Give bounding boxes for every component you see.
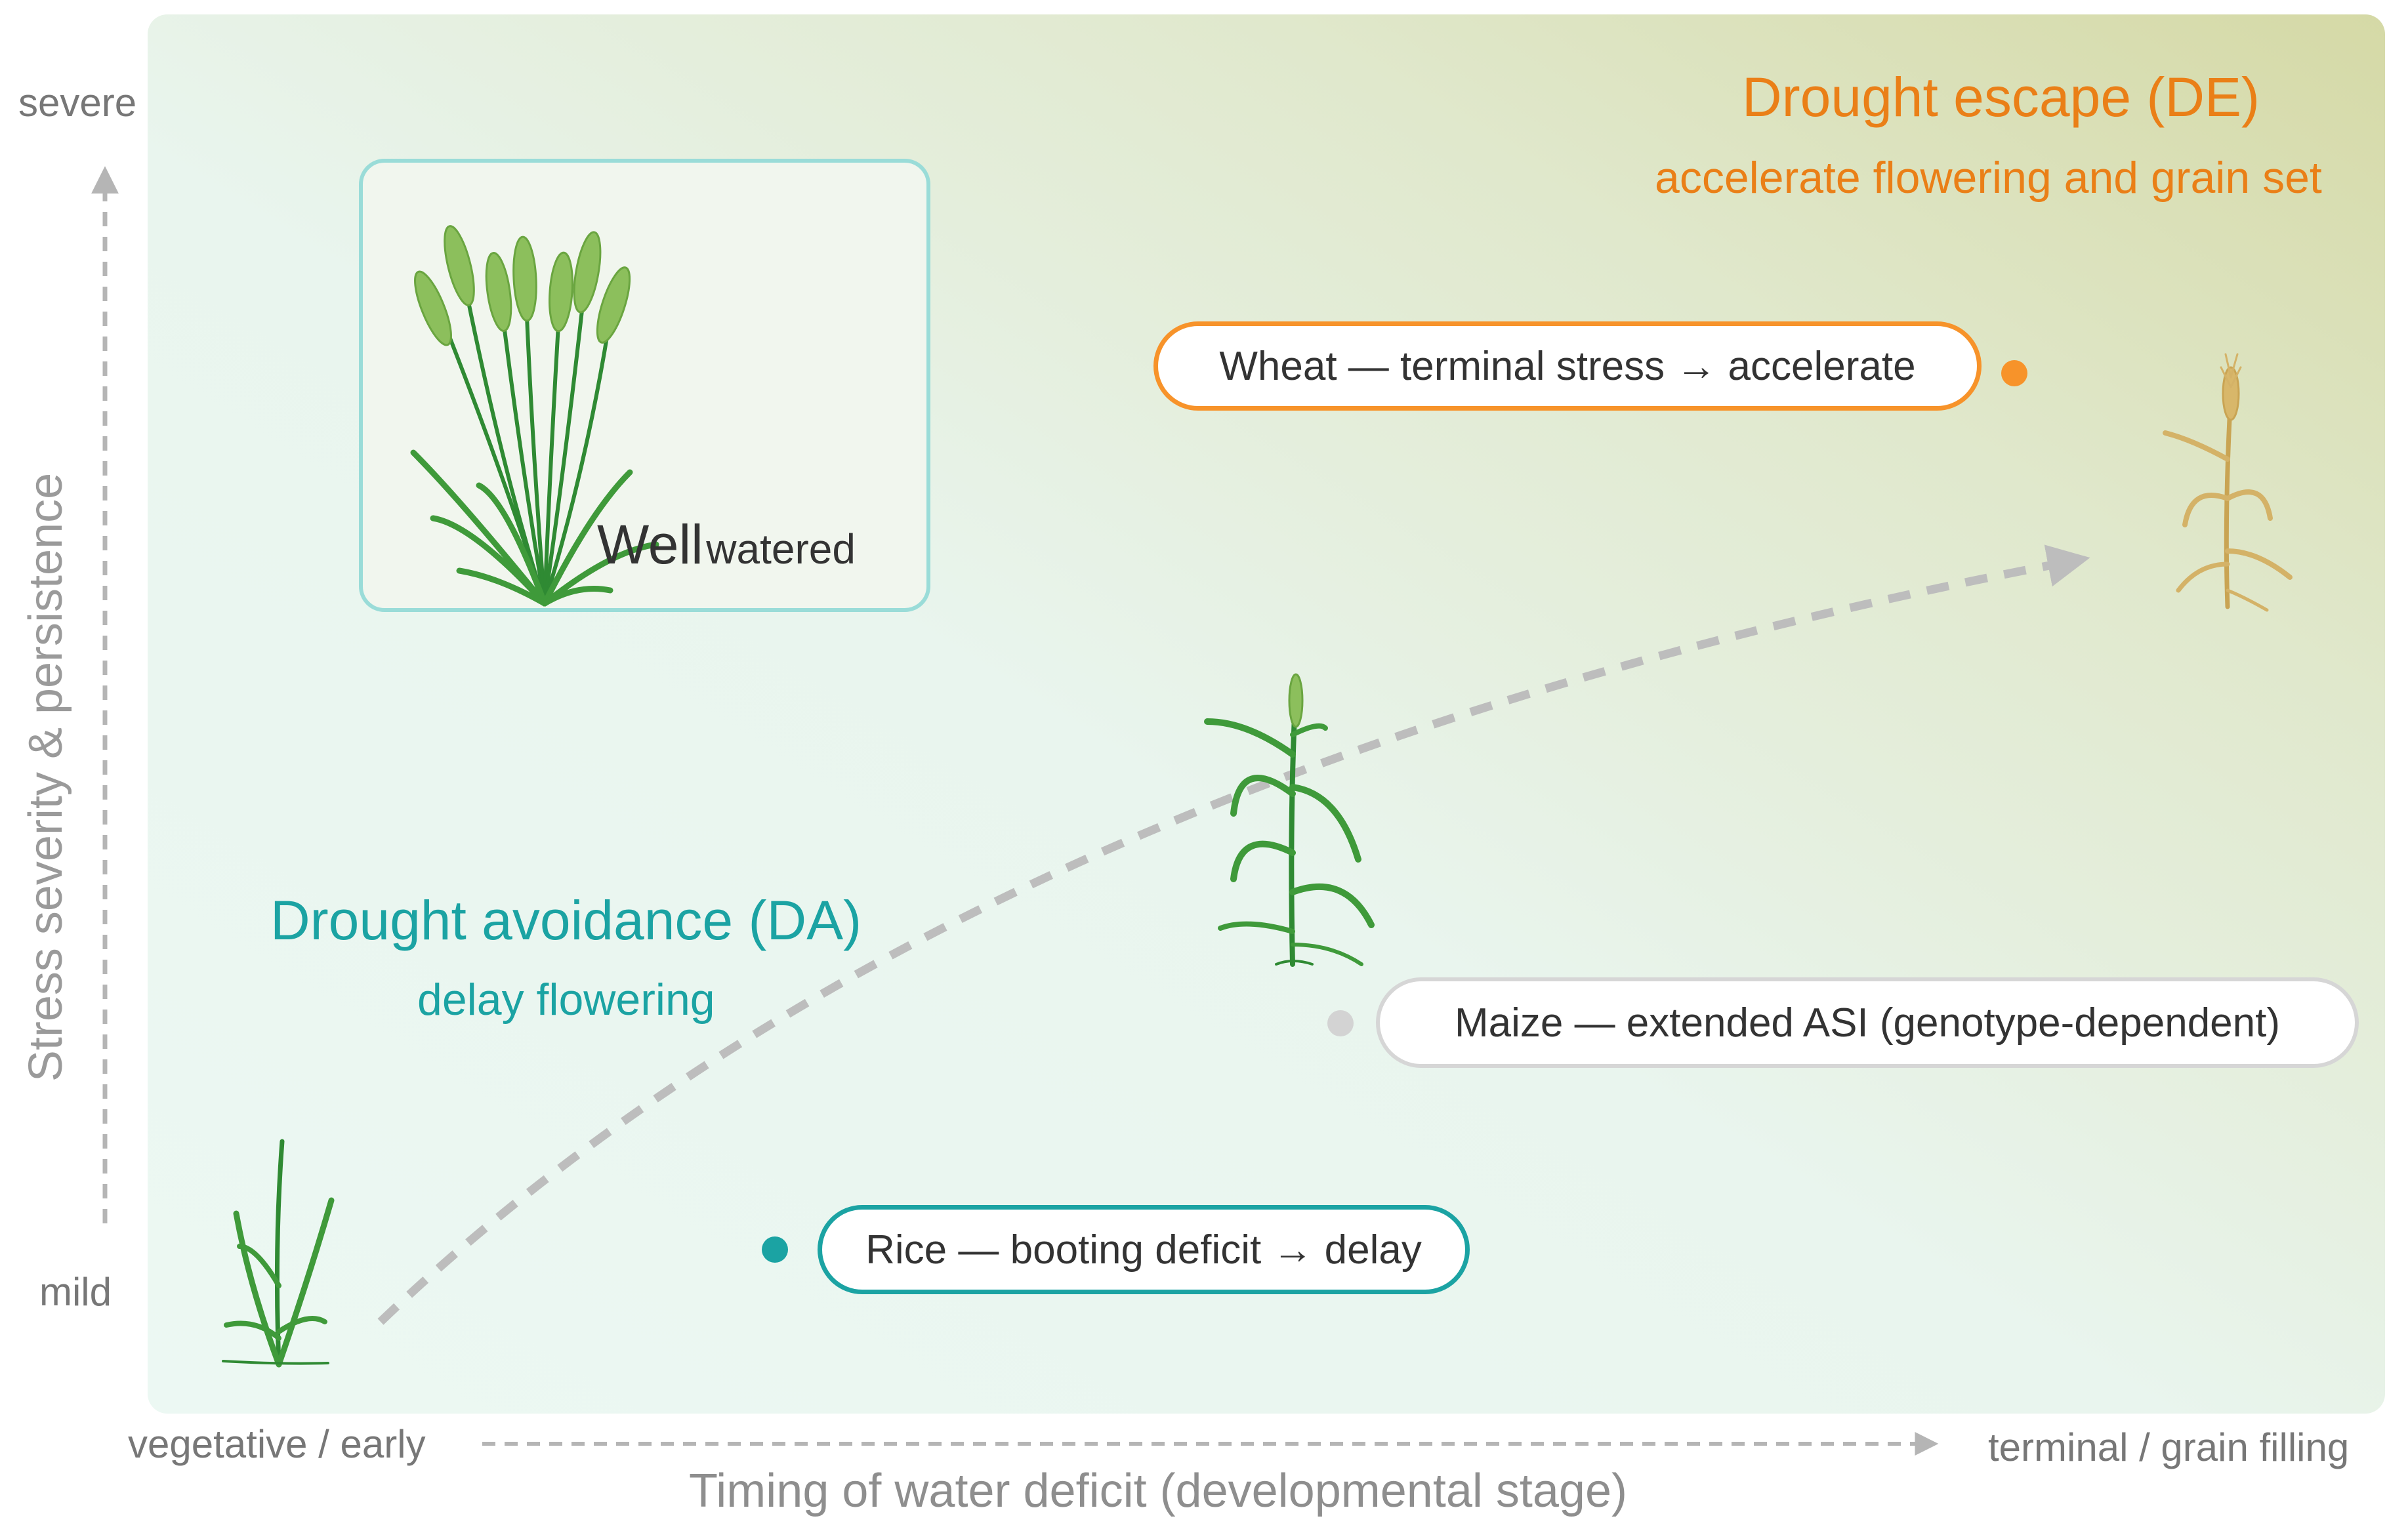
wheat-bunch-icon (410, 225, 659, 607)
escape-title: Drought escape (DE) (1742, 66, 2260, 128)
wheat-example-pill: Wheat — terminal stress → accelerate (1153, 321, 1982, 411)
maize-example-pill: Maize — extended ASI (genotype-dependent… (1376, 977, 2359, 1068)
maize-marker-dot (1327, 1010, 1354, 1036)
avoidance-title: Drought avoidance (DA) (270, 889, 862, 951)
maize-plant-icon (1204, 673, 1375, 967)
young-seedling-icon (222, 1139, 335, 1368)
x-axis-right-label: terminal / grain filling (1988, 1425, 2350, 1469)
y-axis-bottom-label: mild (39, 1270, 112, 1314)
wheat-marker-dot (2001, 360, 2027, 386)
y-axis-title: Stress severity & persistence (20, 472, 72, 1082)
well-watered-label-small: watered (706, 525, 856, 573)
rice-marker-dot (762, 1236, 788, 1263)
y-axis-top-label: severe (18, 81, 137, 125)
well-watered-label: Well watered (597, 513, 856, 577)
well-watered-label-big: Well (597, 514, 703, 575)
rice-example-pill: Rice — booting deficit → delay (818, 1205, 1470, 1294)
dry-wheat-plant-icon (2163, 353, 2293, 612)
x-axis-title: Timing of water deficit (developmental s… (689, 1465, 1627, 1517)
avoidance-subtitle: delay flowering (417, 975, 715, 1025)
x-axis-left-label: vegetative / early (128, 1422, 426, 1466)
escape-subtitle: accelerate flowering and grain set (1655, 153, 2322, 203)
trajectory-curve (377, 544, 2090, 1325)
